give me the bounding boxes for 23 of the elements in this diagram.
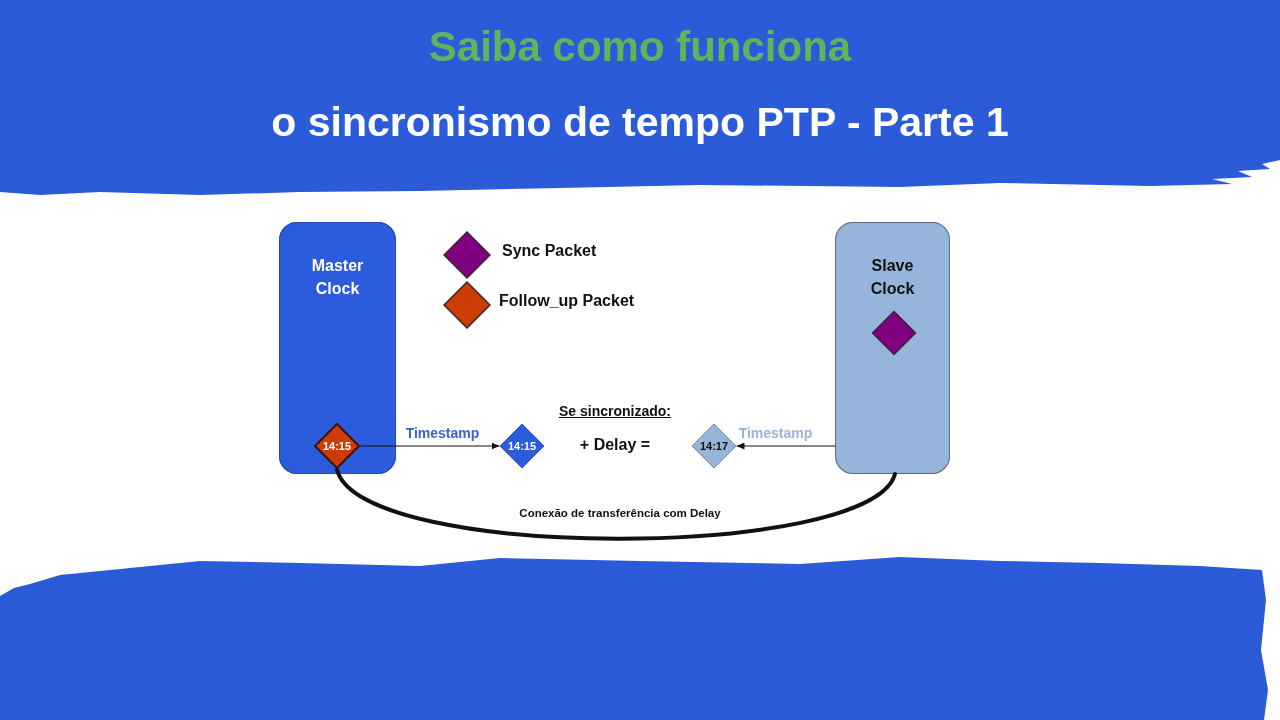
panel-title: Slave Clock	[869, 256, 916, 300]
packet-diamond	[499, 423, 545, 469]
clock-panel	[279, 222, 396, 474]
edge-label: Timestamp	[403, 425, 482, 442]
subtitle: o sincronismo de tempo PTP - Parte 1	[271, 98, 1009, 147]
packet-diamond	[691, 423, 737, 469]
packet-diamond	[871, 310, 917, 356]
arrow	[360, 442, 500, 450]
edge-label: Conexão de transferência com Delay	[517, 507, 723, 521]
edge-label: Timestamp	[736, 425, 815, 442]
legend-label: Follow_up Packet	[499, 291, 635, 311]
panel-title: Master Clock	[310, 256, 365, 300]
timestamp-text: 14:15	[322, 439, 352, 453]
timestamp-text: 14:17	[699, 439, 729, 453]
timestamp-text: 14:15	[507, 439, 537, 453]
clock-panel	[835, 222, 950, 474]
arrow	[736, 442, 836, 450]
legend-label: Sync Packet	[502, 241, 597, 261]
title: Saiba como funciona	[428, 22, 852, 72]
delay-formula: + Delay =	[579, 435, 651, 455]
connection-curve	[335, 468, 897, 541]
condition-heading: Se sincronizado:	[559, 403, 671, 420]
packet-diamond	[313, 422, 361, 470]
